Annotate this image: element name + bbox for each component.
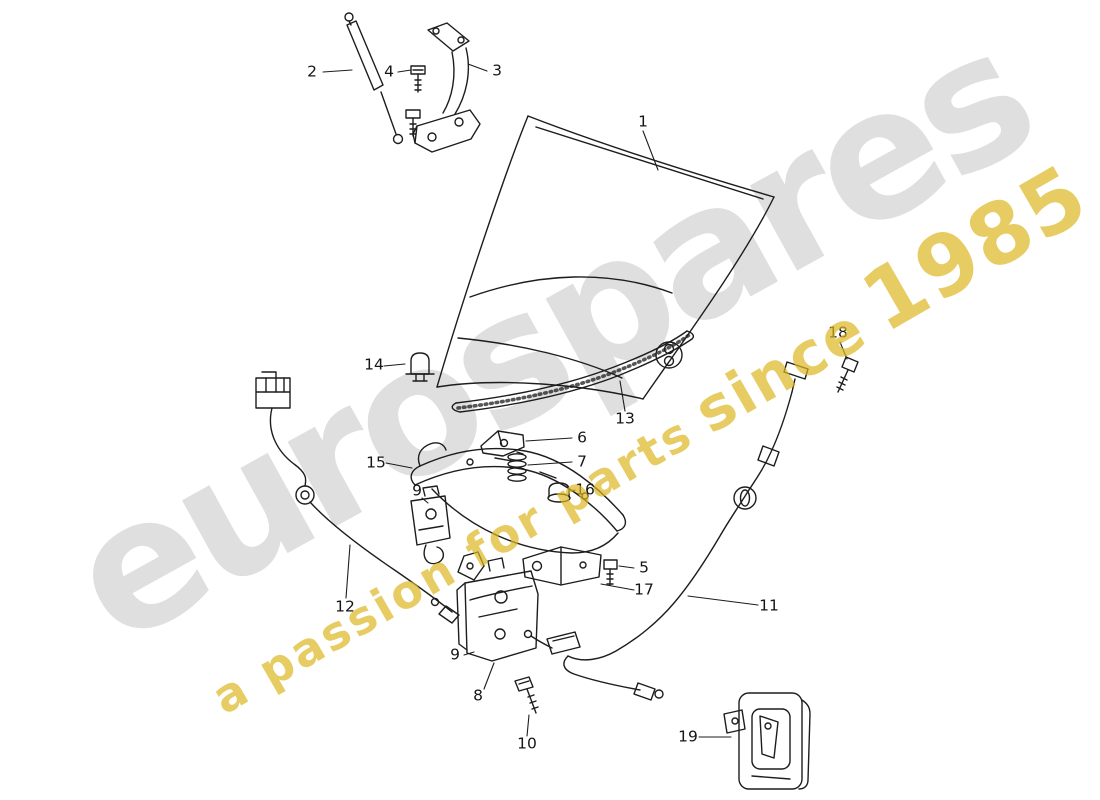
spring-7 — [507, 451, 527, 482]
part-callout-12: 12 — [335, 597, 355, 616]
part-callout-9-lower: 9 — [450, 645, 460, 664]
hood-hinge — [412, 22, 481, 153]
part-callout-2: 2 — [307, 62, 317, 81]
part-callout-14: 14 — [364, 355, 384, 374]
gas-strut — [344, 12, 404, 145]
hood-seal — [451, 330, 695, 413]
bracket-6 — [480, 430, 525, 457]
part-callout-15: 15 — [366, 453, 386, 472]
part-callout-3: 3 — [492, 61, 502, 80]
part-callout-4: 4 — [384, 62, 394, 81]
bracket-17 — [522, 546, 602, 586]
screw-10 — [514, 676, 539, 714]
release-handle — [723, 692, 811, 790]
lock-carrier-frame — [410, 442, 627, 554]
part-callout-17: 17 — [634, 580, 654, 599]
hood-panel — [436, 115, 775, 400]
part-callout-8: 8 — [473, 686, 483, 705]
part-callout-7: 7 — [577, 452, 587, 471]
part-callout-9-upper: 9 — [412, 481, 422, 500]
part-callout-11: 11 — [759, 596, 779, 615]
part-callout-16: 16 — [575, 480, 595, 499]
release-cable-front — [255, 371, 460, 624]
screw-18 — [836, 356, 859, 393]
part-callout-13: 13 — [615, 409, 635, 428]
release-cable-rear — [523, 361, 809, 701]
part-callout-1: 1 — [638, 112, 648, 131]
part-callout-10: 10 — [517, 734, 537, 753]
part-callout-19: 19 — [678, 727, 698, 746]
part-callout-5: 5 — [639, 558, 649, 577]
hinge-screws — [405, 65, 426, 137]
callout-leader-lines — [322, 63, 848, 738]
part-callout-18: 18 — [828, 323, 848, 342]
grommet-16 — [547, 482, 571, 503]
part-callout-6: 6 — [577, 428, 587, 447]
rubber-buffer — [405, 352, 435, 382]
lock-upper — [410, 485, 451, 565]
lock-assembly — [456, 551, 539, 662]
screw-5 — [603, 559, 618, 586]
